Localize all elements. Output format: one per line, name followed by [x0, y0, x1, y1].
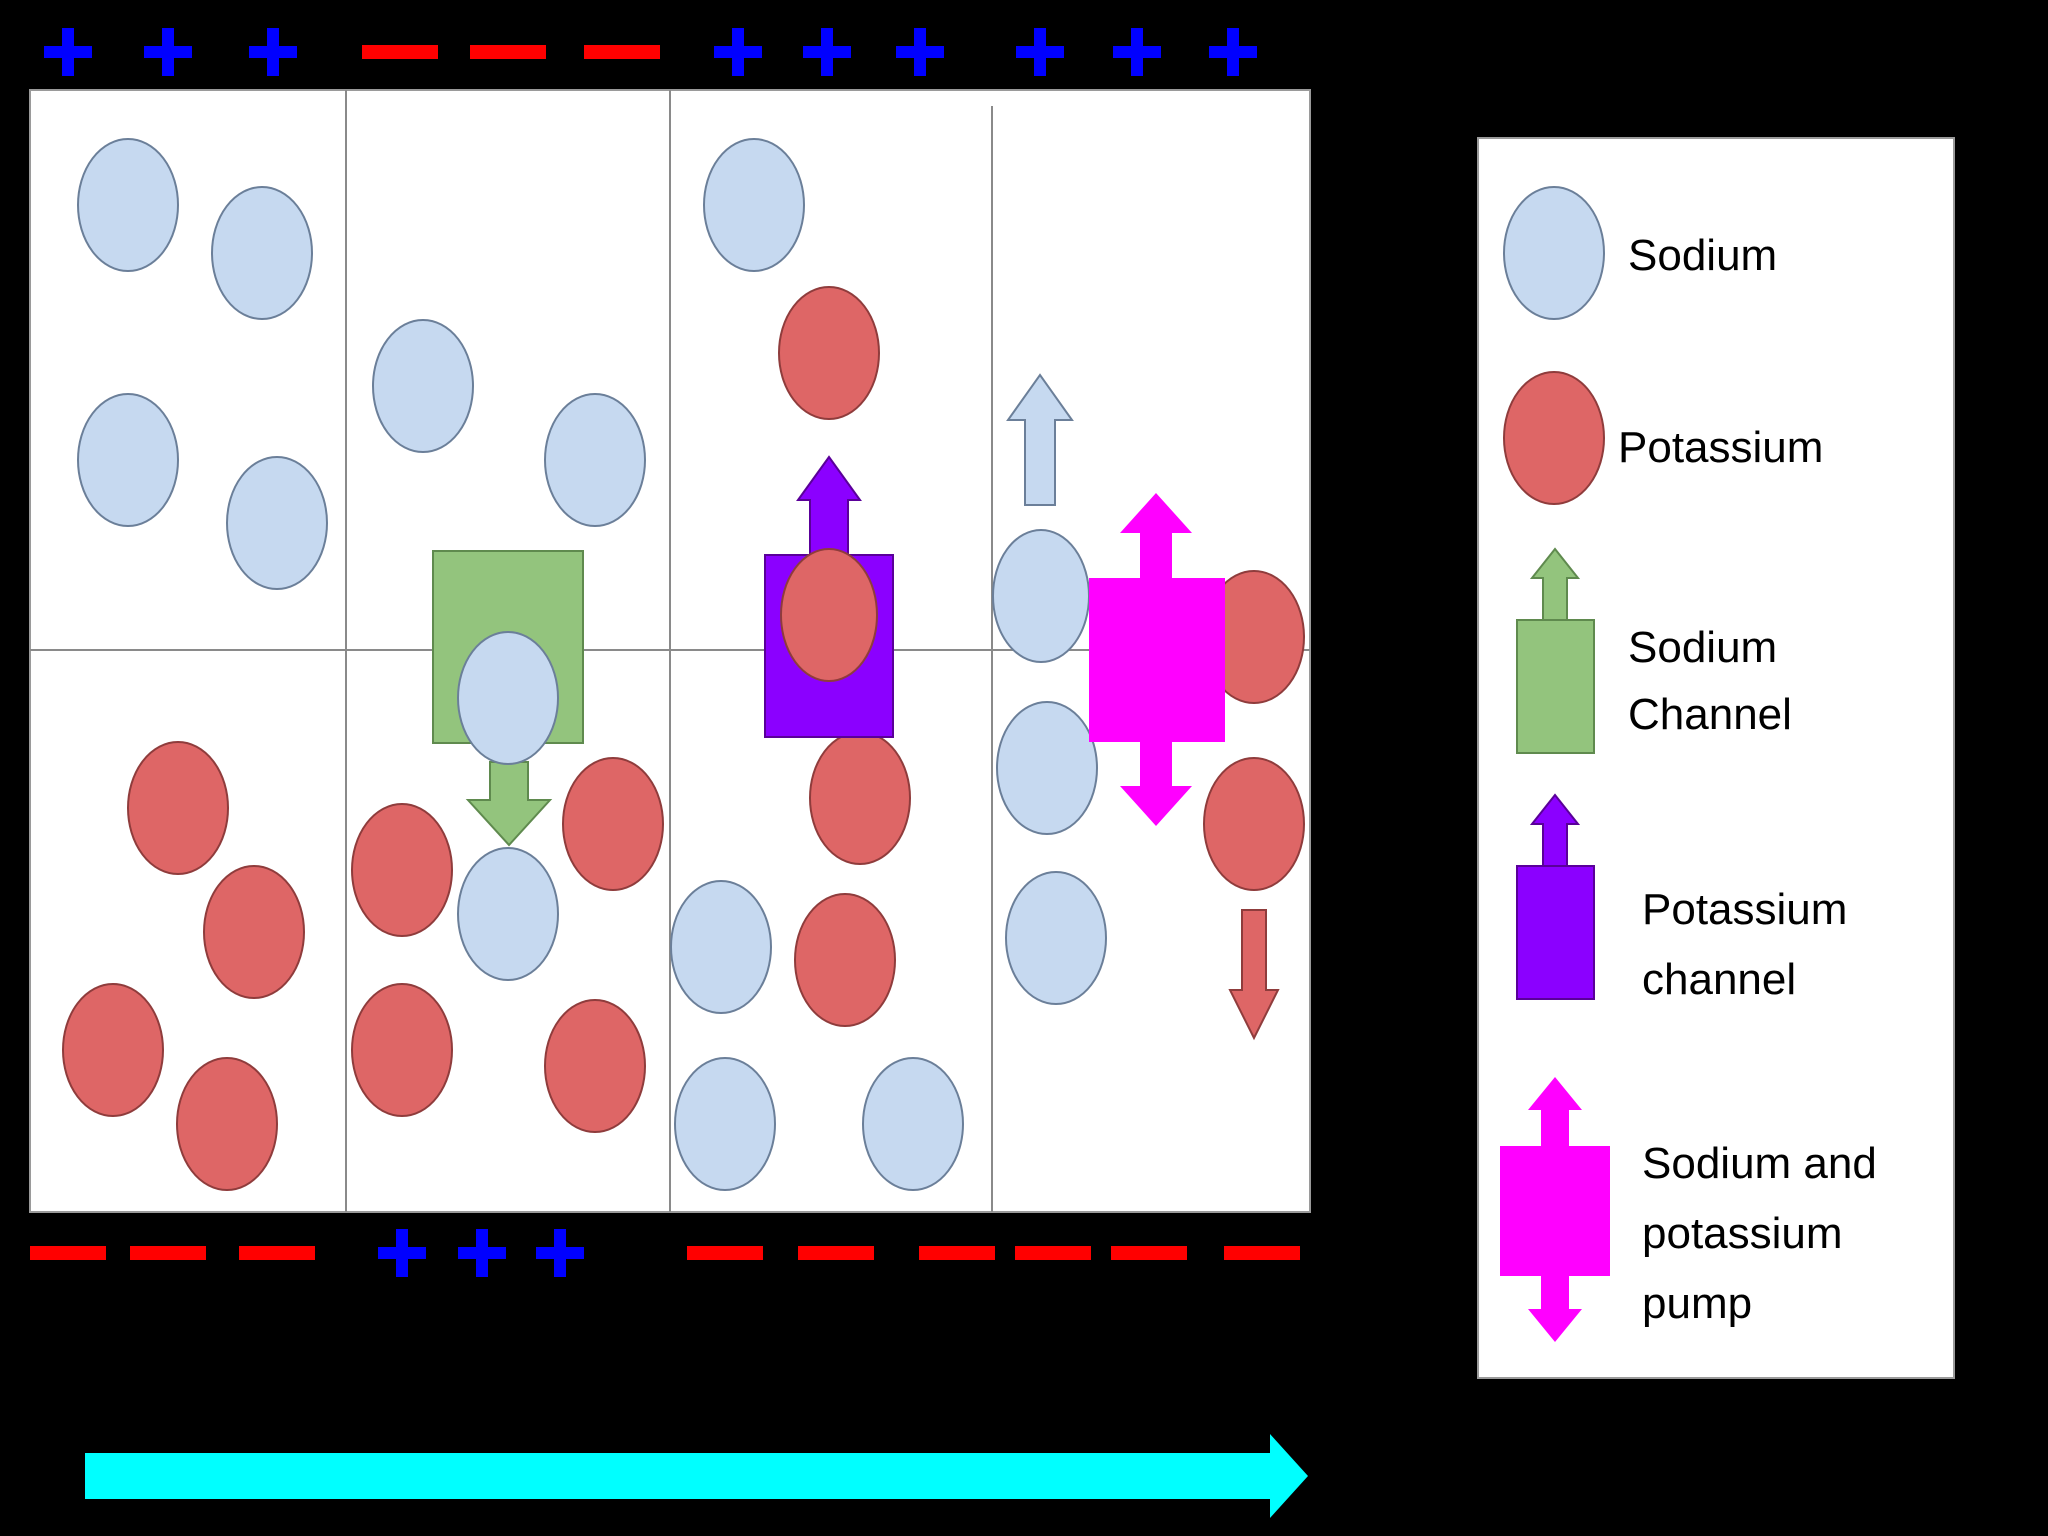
- potassium-ion: [127, 741, 229, 875]
- negative-charge: [798, 1246, 874, 1260]
- potassium-channel-arrow: [796, 455, 862, 556]
- sodium-ion: [862, 1057, 964, 1191]
- sodium-ion: [992, 529, 1090, 663]
- sodium-channel: [432, 550, 584, 847]
- legend-sodium-label: Sodium: [1628, 231, 1777, 280]
- negative-charge: [130, 1246, 206, 1260]
- positive-charge: [1113, 28, 1161, 76]
- legend-sodium-channel-label: Channel: [1628, 690, 1792, 739]
- potassium-ion: [203, 865, 305, 999]
- positive-charge: [1016, 28, 1064, 76]
- potassium-ion: [1203, 757, 1305, 891]
- negative-charge: [30, 1246, 106, 1260]
- negative-charge: [362, 45, 438, 59]
- legend-sodium-channel-label: Sodium: [1628, 623, 1777, 672]
- potassium-ion: [62, 983, 164, 1117]
- sodium-ion: [457, 847, 559, 981]
- potassium-ion: [562, 757, 664, 891]
- legend-sodium-channel-icon: [1516, 547, 1595, 754]
- sodium-channel-arrow: [465, 761, 553, 847]
- sodium-ion: [544, 393, 646, 527]
- potassium-ions: [62, 286, 1305, 1191]
- positive-charge: [714, 28, 762, 76]
- potassium-channel: [764, 455, 894, 738]
- negative-charge: [1224, 1246, 1300, 1260]
- potassium-ion: [351, 803, 453, 937]
- positive-charge: [1209, 28, 1257, 76]
- potassium-in-arrow: [1228, 909, 1280, 1041]
- positive-charge: [249, 28, 297, 76]
- negative-charge: [470, 45, 546, 59]
- positive-charge: [536, 1229, 584, 1277]
- sodium-ion: [670, 880, 772, 1014]
- potassium-ion: [176, 1057, 278, 1191]
- pump-double-arrow: [1089, 493, 1225, 826]
- positive-charge: [803, 28, 851, 76]
- legend-potassium-channel-icon: [1516, 793, 1595, 1000]
- negative-charge: [1111, 1246, 1187, 1260]
- potassium-ion: [794, 893, 896, 1027]
- sodium-potassium-pump: [1089, 493, 1225, 826]
- sodium-ion: [211, 186, 313, 320]
- negative-charge: [687, 1246, 763, 1260]
- legend-potassium-channel-label: Potassium: [1642, 885, 1847, 934]
- top-charges: [44, 28, 1257, 76]
- legend-potassium-icon: [1503, 371, 1605, 505]
- potassium-ion: [809, 731, 911, 865]
- sodium-ion: [674, 1057, 776, 1191]
- sodium-ions: [77, 138, 1107, 1191]
- positive-charge: [378, 1229, 426, 1277]
- potassium-ion: [544, 999, 646, 1133]
- positive-charge: [144, 28, 192, 76]
- potassium-ion: [778, 286, 880, 420]
- positive-charge: [896, 28, 944, 76]
- negative-charge: [239, 1246, 315, 1260]
- sodium-ion: [77, 393, 179, 527]
- legend-pump-label: potassium: [1642, 1209, 1843, 1258]
- sodium-ion: [226, 456, 328, 590]
- negative-charge: [919, 1246, 995, 1260]
- sodium-ion: [372, 319, 474, 453]
- legend-sodium-icon: [1503, 186, 1605, 320]
- sodium-out-arrow: [1006, 373, 1074, 506]
- bottom-charges: [30, 1229, 1300, 1277]
- legend-potassium-channel-label: channel: [1642, 955, 1796, 1004]
- sodium-ion: [996, 701, 1098, 835]
- sodium-ion: [1005, 871, 1107, 1005]
- positive-charge: [44, 28, 92, 76]
- negative-charge: [584, 45, 660, 59]
- positive-charge: [458, 1229, 506, 1277]
- negative-charge: [1015, 1246, 1091, 1260]
- legend: Sodium Potassium Sodium Channel Potassiu…: [1477, 137, 1955, 1379]
- potassium-ion: [780, 548, 878, 682]
- sodium-ion: [457, 631, 559, 765]
- sodium-ion: [77, 138, 179, 272]
- legend-potassium-label: Potassium: [1618, 423, 1823, 472]
- potassium-ion: [351, 983, 453, 1117]
- legend-pump-label: Sodium and: [1642, 1139, 1877, 1188]
- propagation-arrow: [85, 1434, 1308, 1518]
- sodium-ion: [703, 138, 805, 272]
- legend-pump-icon: [1500, 1077, 1610, 1342]
- legend-pump-label: pump: [1642, 1279, 1752, 1328]
